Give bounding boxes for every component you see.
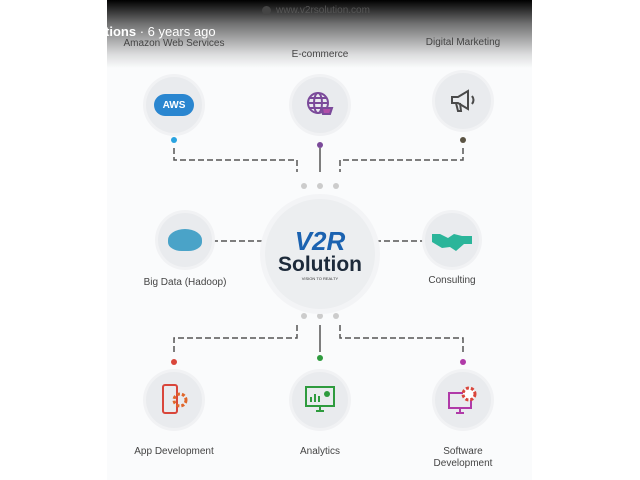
label-big-data: Big Data (Hadoop) [143,277,227,288]
connector-lines [173,148,464,352]
aws-dot [171,137,177,143]
service-ecommerce[interactable] [292,77,348,133]
logo-mark: V2R [294,225,346,256]
service-aws[interactable]: AWS [146,77,202,133]
digital-marketing-dot [460,137,466,143]
globe-icon [262,6,271,15]
upload-age: · 6 years ago [139,24,216,39]
label-digital-marketing: Digital Marketing [425,37,501,48]
channel-info[interactable]: tions · 6 years ago [107,24,216,39]
service-app-development[interactable] [146,372,202,428]
label-consulting: Consulting [428,275,476,286]
software-dev-dot [460,359,466,365]
label-software-development: Software Development [433,446,493,469]
url-text: www.v2rsolution.com [276,5,370,16]
service-digital-marketing[interactable] [435,73,491,129]
channel-name[interactable]: tions [107,24,137,39]
service-consulting[interactable] [425,213,479,267]
aws-cloud-icon: AWS [154,94,194,116]
mobile-gear-icon [162,384,188,414]
service-analytics[interactable] [292,372,348,428]
monitor-gear-icon [448,386,477,414]
service-big-data[interactable] [158,213,212,267]
label-aws: Amazon Web Services [123,38,225,49]
logo-name: Solution [278,252,362,276]
analytics-dot [317,355,323,361]
video-frame: www.v2rsolution.com tions · 6 years ago … [107,0,532,480]
hadoop-elephant-icon [168,229,202,251]
url-bar: www.v2rsolution.com [262,5,370,16]
handshake-icon [432,234,472,251]
ecommerce-dot [317,142,323,148]
globe-cart-icon [307,92,334,115]
v2r-logo: V2R Solution VISION TO REALTY [265,199,375,309]
label-app-development: App Development [134,446,214,457]
logo-tagline: VISION TO REALTY [301,275,339,281]
label-ecommerce: E-commerce [291,49,349,60]
analytics-monitor-icon [305,386,335,412]
video-top-overlay: www.v2rsolution.com tions · 6 years ago [107,0,532,68]
megaphone-icon [451,89,475,112]
app-dev-dot [171,359,177,365]
label-analytics: Analytics [299,446,340,457]
service-software-development[interactable] [435,372,491,428]
